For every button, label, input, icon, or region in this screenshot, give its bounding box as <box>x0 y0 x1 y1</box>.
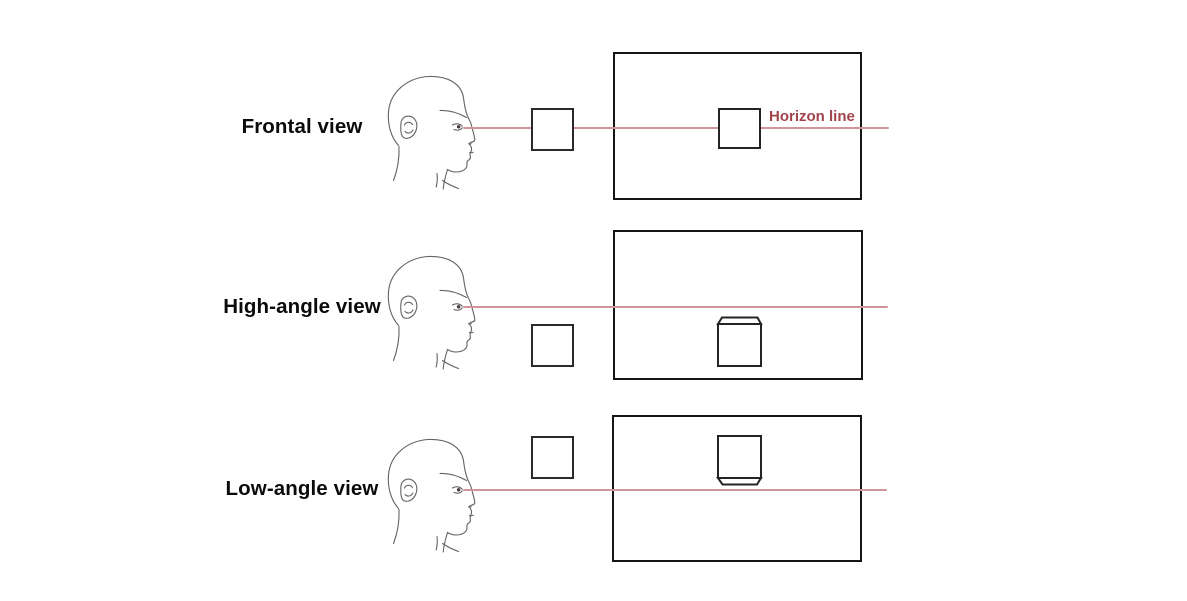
horizon-line-label: Horizon line <box>769 108 855 125</box>
horizon-line <box>463 306 888 308</box>
observer-head-sketch <box>385 255 485 371</box>
view-label-frontal: Frontal view <box>241 115 363 138</box>
view-label-low-angle: Low-angle view <box>225 477 379 500</box>
horizon-line <box>463 127 889 129</box>
view-label-high-angle: High-angle view <box>223 295 381 318</box>
object-square <box>531 324 574 367</box>
horizon-line <box>463 489 887 491</box>
object-square <box>531 108 574 151</box>
projected-cube-frontal <box>718 108 761 149</box>
observer-head-sketch <box>385 438 485 554</box>
object-square <box>531 436 574 479</box>
observer-head-sketch <box>385 75 485 191</box>
projected-cube-bottom-visible <box>716 435 763 486</box>
projected-cube-top-visible <box>716 316 763 367</box>
